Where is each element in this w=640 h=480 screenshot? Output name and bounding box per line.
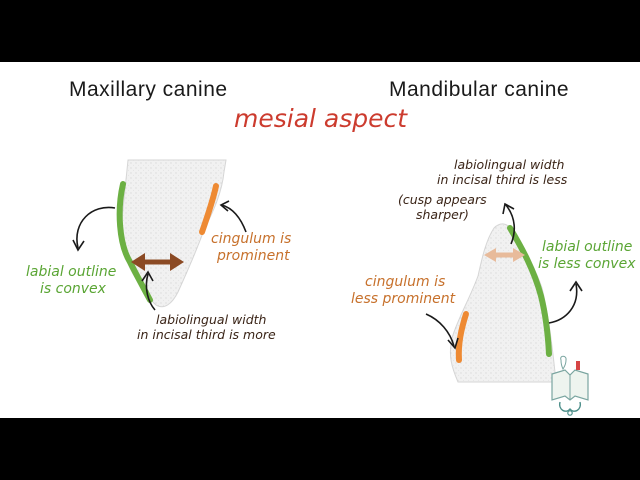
maxillary-labial-pointer-head [72,239,85,252]
mandibular-width-line1: labiolingual width [454,157,565,172]
maxillary-width-pointer [145,273,156,311]
maxillary-width-label: labiolingual width in incisal third is m… [137,312,276,343]
maxillary-labial-pointer [76,206,116,249]
maxillary-width-pointer-head [141,270,154,282]
slide: Maxillary canine Mandibular canine mesia… [0,62,640,418]
maxillary-width-line2: in incisal third is more [137,326,276,342]
mandibular-width-pointer [505,204,516,245]
maxillary-labial-outline-label: labial outline is convex [26,264,116,297]
mandibular-cingulum-line1: cingulum is [365,274,446,290]
maxillary-cingulum-mark [199,183,219,235]
maxillary-labial-outline-mark [116,181,153,303]
mandibular-labial-outline-line2: is less convex [538,255,636,272]
maxillary-cingulum-line1: cingulum is [211,231,292,247]
mandibular-cingulum-line2: less prominent [351,290,456,307]
maxillary-width-arrow [131,253,184,271]
mandibular-labial-outline-label: labial outline is less convex [538,239,636,272]
maxillary-labial-outline-line1: labial outline [26,264,117,280]
mandibular-width-arrow [484,248,525,262]
mandibular-width-label: labiolingual width in incisal third is l… [437,157,568,188]
mandibular-labial-pointer-head [569,280,583,292]
maxillary-cingulum-label: cingulum is prominent [211,231,291,264]
mandibular-width-line2: in incisal third is less [437,171,568,187]
mandibular-width-pointer-head [502,202,515,215]
mandibular-cingulum-pointer-head [447,337,459,350]
mandibular-cingulum-mark [455,311,469,363]
maxillary-cingulum-line2: prominent [217,247,290,264]
diagram-art [72,159,589,416]
mandibular-labial-pointer [548,283,578,324]
maxillary-cingulum-pointer [221,204,247,233]
maxillary-canine-heading: Maxillary canine [69,78,228,101]
maxillary-labial-outline-line2: is convex [40,280,106,297]
mandibular-labial-outline-line1: labial outline [542,239,633,255]
book-tooth-stethoscope-logo [551,355,589,416]
mandibular-cingulum-pointer [425,313,455,347]
mandibular-labial-outline-mark [507,225,552,357]
mandibular-cusp-line2: sharper) [416,206,469,222]
mesial-aspect-subtitle: mesial aspect [234,104,408,133]
maxillary-width-line1: labiolingual width [156,312,267,327]
mandibular-cusp-line1: (cusp appears [398,192,487,207]
mandibular-canine-heading: Mandibular canine [389,78,570,101]
mandibular-cingulum-label: cingulum is less prominent [351,274,455,307]
mandibular-cusp-label: (cusp appears sharper) [398,192,487,223]
maxillary-cingulum-pointer-head [219,200,230,212]
